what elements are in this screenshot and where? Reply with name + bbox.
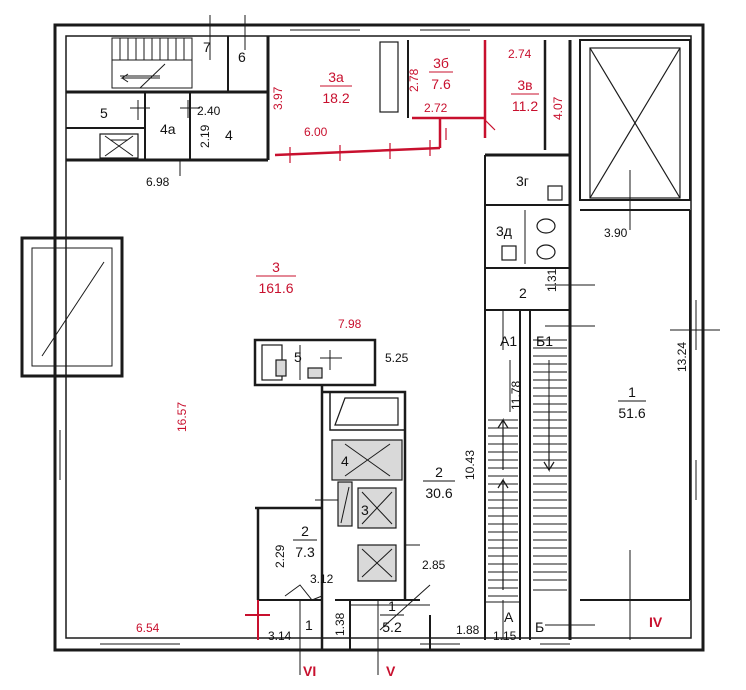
dimension-label: 7.98 [338, 317, 362, 331]
room-number: 3д [496, 223, 512, 239]
dimension-label: 1.38 [333, 612, 347, 636]
room-number: 7 [203, 39, 211, 55]
room-area: 7.3 [295, 544, 315, 560]
room-number: Б1 [536, 333, 553, 349]
room-id: 2 [435, 464, 443, 480]
room-id: 3в [517, 77, 532, 93]
room-id: 3 [272, 259, 280, 275]
dimension-label: 1.88 [456, 623, 480, 637]
dimension-label: 2.29 [273, 544, 287, 568]
dimension-label: 2.72 [424, 101, 448, 115]
dimension-label: 2.19 [198, 124, 212, 148]
room-area: 18.2 [322, 90, 349, 106]
room-number: 5 [294, 349, 302, 365]
dimension-label: 11.78 [509, 381, 523, 410]
room-number: 1 [305, 617, 313, 633]
dimension-label: 2.40 [197, 104, 221, 118]
room-label-3-main: 3 161.6 [256, 259, 296, 296]
room-label-1-vestibule: 1 5.2 [380, 598, 404, 635]
room-number: 4а [160, 121, 176, 137]
room-number: А1 [500, 333, 517, 349]
dimension-label: 6.00 [304, 125, 328, 139]
room-number: Б [535, 619, 544, 635]
section-mark: V [386, 663, 396, 679]
room-label-2-small: 2 7.3 [293, 523, 317, 560]
red-marks [245, 600, 270, 640]
dimension-label: 4.07 [551, 96, 565, 120]
room-area: 7.6 [431, 76, 451, 92]
room-number: 5 [100, 105, 108, 121]
room-id: 3а [328, 69, 344, 85]
room-numbers: 7 6 5 4а 4 3г 3д 2 А1 Б1 5 4 3 1 А Б [100, 39, 553, 635]
dimension-label: 16.57 [175, 402, 189, 432]
dimension-label: 2.85 [422, 558, 446, 572]
fixtures [275, 359, 403, 582]
room-area: 51.6 [618, 405, 645, 421]
bay-window [20, 236, 124, 378]
stair-core [484, 309, 570, 640]
dimension-label: 3.90 [604, 226, 628, 240]
room-label-3b: 3б 7.6 [429, 55, 453, 92]
room-number: 4 [341, 453, 349, 469]
room-number: 3г [516, 173, 529, 189]
room-number: 4 [225, 127, 233, 143]
right-core [484, 39, 720, 640]
room-area: 11.2 [512, 98, 538, 114]
room-area: 5.2 [382, 619, 402, 635]
dimension-label: 6.98 [146, 175, 170, 189]
room-id: 1 [388, 598, 396, 614]
room-label-2-hall: 2 30.6 [423, 464, 455, 501]
black-dimensions: 2.40 2.19 6.98 3.90 1.31 13.24 11.78 10.… [146, 104, 689, 643]
section-markers: IV VI V [303, 614, 663, 679]
dimension-label: 10.43 [463, 450, 477, 480]
central-core [253, 338, 431, 675]
dimension-label: 1.15 [493, 629, 517, 643]
room-id: 1 [628, 384, 636, 400]
room-label-1-large: 1 51.6 [618, 384, 646, 421]
room-area: 161.6 [258, 280, 293, 296]
top-left-partitions [66, 15, 270, 176]
dimension-label: 6.54 [136, 621, 160, 635]
room-label-3v: 3в 11.2 [511, 77, 539, 114]
section-mark: VI [303, 663, 316, 679]
dimension-label: 2.78 [407, 68, 421, 92]
dimension-label: 3.14 [268, 629, 292, 643]
room-number: А [504, 609, 514, 625]
red-partitions [274, 40, 547, 163]
dimension-label: 5.25 [385, 351, 409, 365]
room-id: 3б [433, 55, 449, 71]
dimension-label: 2.74 [508, 47, 532, 61]
dimension-label: 3.97 [271, 86, 285, 110]
top-left-stair [111, 37, 193, 89]
room-area: 30.6 [425, 485, 452, 501]
room-id: 2 [301, 523, 309, 539]
room-label-3a: 3а 18.2 [320, 69, 352, 106]
room-number: 6 [238, 49, 246, 65]
room-number: 3 [361, 502, 369, 518]
dimension-label: 3.12 [310, 572, 334, 586]
dimension-label: 1.31 [545, 268, 559, 292]
room-number: 2 [519, 285, 527, 301]
section-mark: IV [649, 614, 663, 630]
dimension-label: 13.24 [675, 342, 689, 372]
red-dimensions: 3.97 2.78 2.74 4.07 2.72 6.00 7.98 16.57… [136, 47, 565, 635]
